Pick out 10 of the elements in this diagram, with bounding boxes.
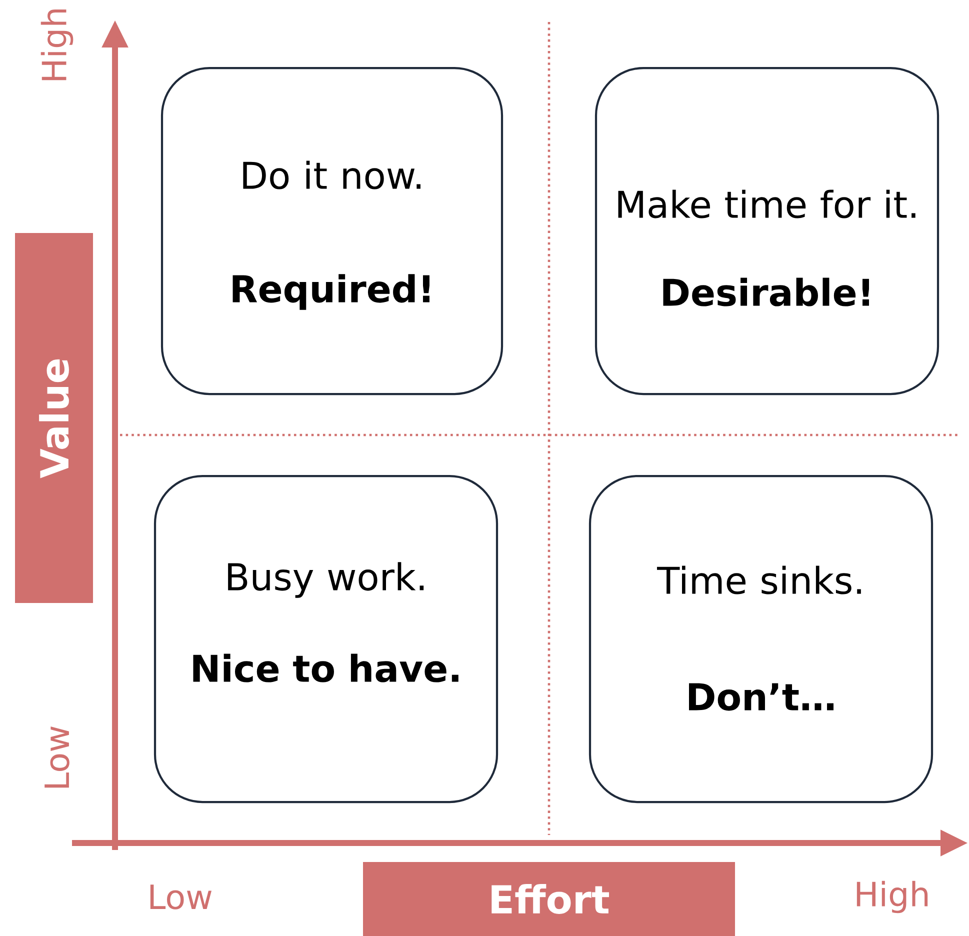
quadrant-card: Busy work. Nice to have. bbox=[154, 474, 498, 804]
quadrant-card: Time sinks. Don’t… bbox=[588, 474, 934, 804]
axis-title-band: Effort bbox=[363, 862, 736, 936]
axis-label: Low bbox=[44, 726, 70, 788]
axis-label: High bbox=[856, 880, 928, 914]
axis-label: High bbox=[40, 9, 74, 80]
axis-title-band: Value bbox=[15, 233, 93, 603]
quadrant-card: Do it now. Required! bbox=[160, 66, 504, 396]
quadrant-card: Make time for it. Desirable! bbox=[594, 66, 940, 396]
axis-label: Low bbox=[150, 884, 212, 910]
